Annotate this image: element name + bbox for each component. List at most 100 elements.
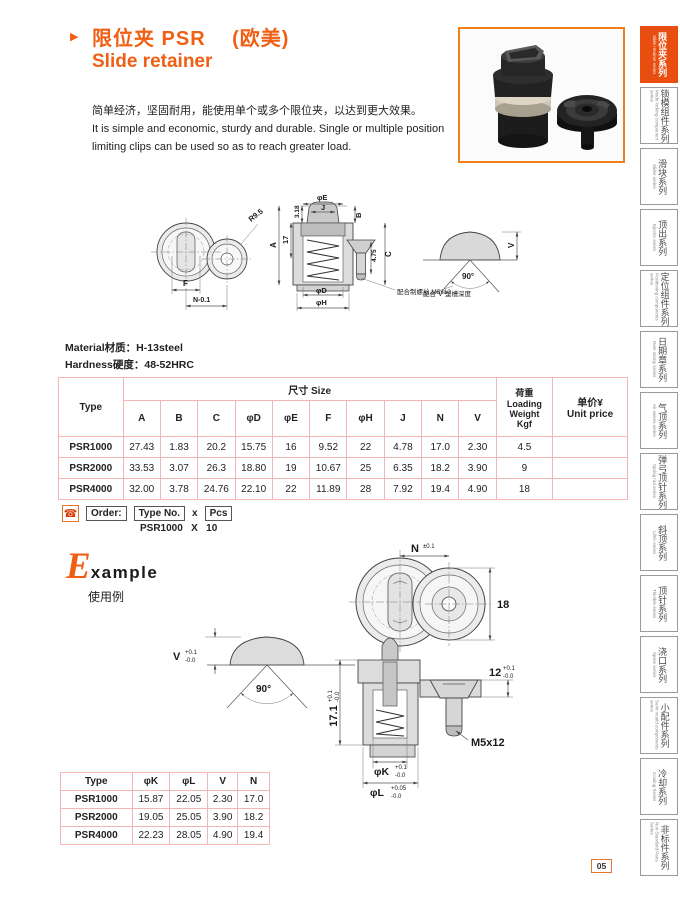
material-line: Material材质：H-13steel <box>65 342 183 354</box>
tab-cn-label: 限位夹系列 <box>657 32 668 77</box>
sidebar-tab-mold-lock[interactable]: Mode locking component series 锁模组件系列 <box>640 87 678 144</box>
dim-phiK-tp: +0.1 <box>395 765 408 771</box>
sidebar-tab-cooling[interactable]: Cooling Series 冷却系列 <box>640 758 678 815</box>
col-c: C <box>197 400 236 437</box>
sidebar-tab-date-stamp[interactable]: Date stamp series 日期章系列 <box>640 331 678 388</box>
dim-j: J <box>321 203 325 212</box>
dim-f: F <box>183 279 188 288</box>
sidebar-tab-slider[interactable]: Slider series 滑块系列 <box>640 148 678 205</box>
order-pcs: Pcs <box>204 506 233 521</box>
sidebar-tab-ejector[interactable]: Ejector series 顶出系列 <box>640 209 678 266</box>
cell: 27.43 <box>122 436 161 458</box>
hardness-line: Hardness硬度：48-52HRC <box>65 359 194 371</box>
dim-a: A <box>269 242 278 248</box>
cell: 7.92 <box>383 478 423 500</box>
sidebar-tab-slide-retainer[interactable]: Slide retainer series 限位夹系列 <box>640 26 678 83</box>
cell: 4.78 <box>383 436 423 458</box>
dim-phiH: φH <box>316 298 327 307</box>
cell-loading: 18 <box>495 478 554 500</box>
cell: 19.05 <box>131 808 171 827</box>
tab-en-label: Lifter series <box>652 530 658 555</box>
dim-n: N <box>411 543 419 555</box>
material-note: Material材质：H-13steel Hardness硬度：48-52HRC <box>65 340 194 374</box>
ex-col-v: V <box>207 772 239 791</box>
cell: 33.53 <box>122 457 161 479</box>
sidebar-tab-spring-pin[interactable]: Spring rod series 弹弓顶针系列 <box>640 453 678 510</box>
dim-171-tm: -0.0 <box>335 691 341 702</box>
tab-en-label: Sprue series <box>652 651 658 678</box>
cell: PSR4000 <box>60 826 133 845</box>
cell: 25 <box>346 457 385 479</box>
size-table: Type 尺寸 Size 荷重 Loading Weight Kgf 单价¥ U… <box>58 377 628 500</box>
tab-cn-label: 弹弓顶针系列 <box>657 454 668 509</box>
category-sidebar: Slide retainer series 限位夹系列 Mode locking… <box>640 26 678 880</box>
tab-cn-label: 气顶系列 <box>657 402 668 439</box>
dim-m5x12: M5x12 <box>471 737 505 749</box>
cell: 3.07 <box>159 457 199 479</box>
sidebar-tab-non-standard[interactable]: Non-Standard Parts Series 非标件系列 <box>640 819 678 876</box>
cell: 3.78 <box>159 478 199 500</box>
main-technical-drawing: R9.5 F N-0.1 φE J <box>151 193 521 311</box>
phone-icon: ☎ <box>62 505 79 522</box>
example-cn-label: 使用例 <box>88 590 125 604</box>
cell: 19 <box>271 457 311 479</box>
cell: 20.2 <box>197 436 236 458</box>
cell: 9.52 <box>309 436 348 458</box>
sidebar-tab-sprue[interactable]: Sprue series 浇口系列 <box>640 636 678 693</box>
cell: 6.35 <box>383 457 423 479</box>
dim-v: V <box>507 242 516 248</box>
cell: 2.30 <box>207 790 239 809</box>
cell: 11.89 <box>309 478 348 500</box>
sidebar-tab-positioning[interactable]: Positioning components series 定位组件系列 <box>640 270 678 327</box>
col-v: V <box>458 400 497 437</box>
cell: 3.90 <box>458 457 497 479</box>
row-type: PSR2000 <box>58 457 124 479</box>
slide-retainer-photo-drawing <box>493 45 617 150</box>
ex-col-phil: φL <box>169 772 209 791</box>
dim-phiK-tm: -0.0 <box>395 773 406 779</box>
tab-en-label: Mode locking component series <box>649 89 660 140</box>
dim-phiD: φD <box>316 286 327 295</box>
sidebar-tab-thimble[interactable]: Thimble series 顶针系列 <box>640 575 678 632</box>
row-type: PSR1000 <box>58 436 124 458</box>
dim-18: 18 <box>497 599 509 611</box>
tab-cn-label: 日期章系列 <box>657 337 668 382</box>
col-f: F <box>309 400 348 437</box>
dim-475: 4.75 <box>371 249 378 262</box>
tab-cn-label: 顶针系列 <box>657 585 668 622</box>
ex-col-n: N <box>237 772 270 791</box>
dim-phiL: φL <box>370 787 385 799</box>
dim-171: 17.1 <box>328 705 340 726</box>
product-photo <box>458 27 625 163</box>
cell-loading: 4.5 <box>495 436 554 458</box>
screw-note: 配合制螺丝,M5x12 <box>397 287 451 296</box>
example-table: Type φK φL V N PSR1000 15.87 22.05 2.30 … <box>60 772 270 845</box>
cell: 24.76 <box>197 478 236 500</box>
cell: PSR1000 <box>60 790 133 809</box>
cell-loading: 9 <box>495 457 554 479</box>
cell: 15.75 <box>234 436 273 458</box>
title-region: (欧美) <box>232 28 290 50</box>
order-type-no: Type No. <box>133 506 186 521</box>
cell: 3.90 <box>207 808 239 827</box>
cell: PSR2000 <box>60 808 133 827</box>
groove-note: 配合"V"型槽深度 <box>423 289 471 298</box>
cell: 22.10 <box>234 478 273 500</box>
tab-en-label: Ejector series <box>652 223 658 252</box>
sidebar-tab-lifter[interactable]: Lifter series 斜顶系列 <box>640 514 678 571</box>
tab-cn-label: 小配件系列 <box>659 703 670 748</box>
cell: 22.05 <box>169 790 209 809</box>
cell: 17.0 <box>421 436 460 458</box>
tab-cn-label: 斜顶系列 <box>657 524 668 561</box>
ex-col-phik: φK <box>131 772 171 791</box>
cell-unit-price <box>552 436 628 458</box>
cell: 28.05 <box>169 826 209 845</box>
sidebar-tab-accessories[interactable]: Semi mould components series 小配件系列 <box>640 697 678 754</box>
dim-angle: 90° <box>462 272 474 281</box>
col-n: N <box>421 400 460 437</box>
col-type: Type <box>58 377 124 437</box>
tab-en-label: Thimble series <box>652 588 658 619</box>
sidebar-tab-air-valve[interactable]: Air valves series 气顶系列 <box>640 392 678 449</box>
col-a: A <box>122 400 161 437</box>
